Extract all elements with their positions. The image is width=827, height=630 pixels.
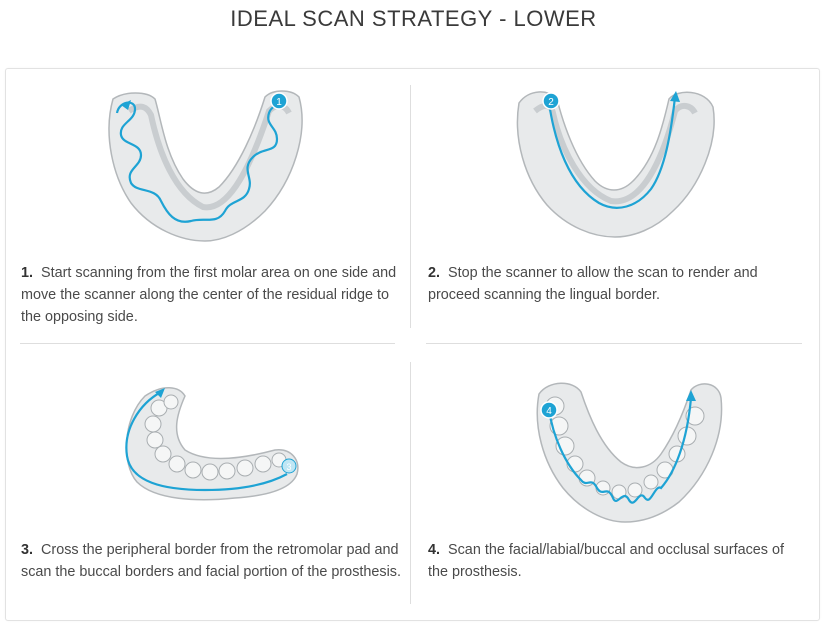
- step-1-badge: [270, 92, 288, 110]
- step-2-caption: 2. Stop the scanner to allow the scan to…: [428, 262, 810, 306]
- scan-path-step-1: [115, 96, 288, 223]
- step-3-text: Cross the peripheral border from the ret…: [21, 542, 401, 580]
- step-3-badge: [281, 458, 297, 474]
- horizontal-divider-right: [426, 343, 802, 344]
- svg-text:1: 1: [276, 97, 282, 108]
- step-1-number: 1.: [21, 265, 34, 281]
- scan-path-step-3: [125, 391, 288, 492]
- step-3-illustration: 3: [125, 387, 299, 501]
- scan-path-step-2: [547, 96, 677, 209]
- step-1-text: Start scanning from the first molar area…: [21, 265, 397, 325]
- step-4-badge: [540, 401, 558, 419]
- step-1-caption: 1. Start scanning from the first molar a…: [21, 262, 406, 328]
- step-2-text: Stop the scanner to allow the scan to re…: [428, 265, 758, 303]
- step-2-number: 2.: [428, 265, 441, 281]
- scan-path-step-4: [547, 397, 693, 504]
- step-4-illustration: 4: [536, 382, 723, 523]
- vertical-divider-bottom: [410, 362, 411, 604]
- step-4-caption: 4. Scan the facial/labial/buccal and occ…: [428, 539, 788, 583]
- svg-text:3: 3: [286, 462, 291, 472]
- step-3-number: 3.: [21, 542, 34, 558]
- horizontal-divider-left: [20, 343, 395, 344]
- step-4-text: Scan the facial/labial/buccal and occlus…: [428, 542, 784, 580]
- page-title: IDEAL SCAN STRATEGY - LOWER: [230, 6, 597, 31]
- step-3-caption: 3. Cross the peripheral border from the …: [21, 539, 406, 583]
- step-2-badge: [542, 92, 560, 110]
- step-1-illustration: 1: [108, 90, 303, 242]
- step-2-illustration: 2: [516, 91, 715, 238]
- step-4-number: 4.: [428, 542, 441, 558]
- svg-text:4: 4: [546, 406, 552, 417]
- svg-text:2: 2: [548, 97, 554, 108]
- vertical-divider-top: [410, 85, 411, 328]
